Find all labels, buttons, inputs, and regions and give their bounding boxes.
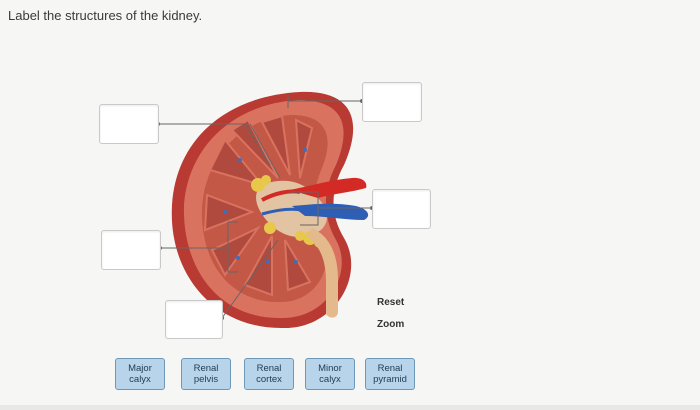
drop-target-top-left[interactable]	[99, 104, 159, 144]
label-tile-text: Major calyx	[128, 363, 152, 385]
drop-target-top-right[interactable]	[362, 82, 422, 122]
ureter	[306, 228, 338, 318]
reset-button[interactable]: Reset	[377, 297, 405, 308]
renal-artery	[290, 177, 367, 198]
label-tile-minor-calyx[interactable]: Minor calyx	[305, 358, 355, 390]
label-tile-renal-cortex[interactable]: Renal cortex	[244, 358, 294, 390]
label-tile-renal-pyramid[interactable]: Renal pyramid	[365, 358, 415, 390]
drop-target-bottom[interactable]	[165, 300, 223, 339]
label-tile-renal-pelvis[interactable]: Renal pelvis	[181, 358, 231, 390]
leader-lines	[158, 95, 372, 319]
drop-target-middle-right[interactable]	[372, 189, 431, 229]
renal-vein-branch	[261, 207, 303, 216]
bottom-divider	[0, 405, 700, 410]
label-tile-text: Renal pelvis	[193, 363, 219, 385]
label-tile-text: Renal cortex	[256, 363, 282, 385]
drop-target-middle-left[interactable]	[101, 230, 161, 270]
label-tile-text: Minor calyx	[318, 363, 342, 385]
interlobar-vessels	[223, 148, 307, 264]
question-prompt: Label the structures of the kidney.	[8, 8, 203, 23]
label-tile-text: Renal pyramid	[373, 363, 407, 385]
zoom-button[interactable]: Zoom	[377, 319, 405, 330]
label-tile-major-calyx[interactable]: Major calyx	[115, 358, 165, 390]
